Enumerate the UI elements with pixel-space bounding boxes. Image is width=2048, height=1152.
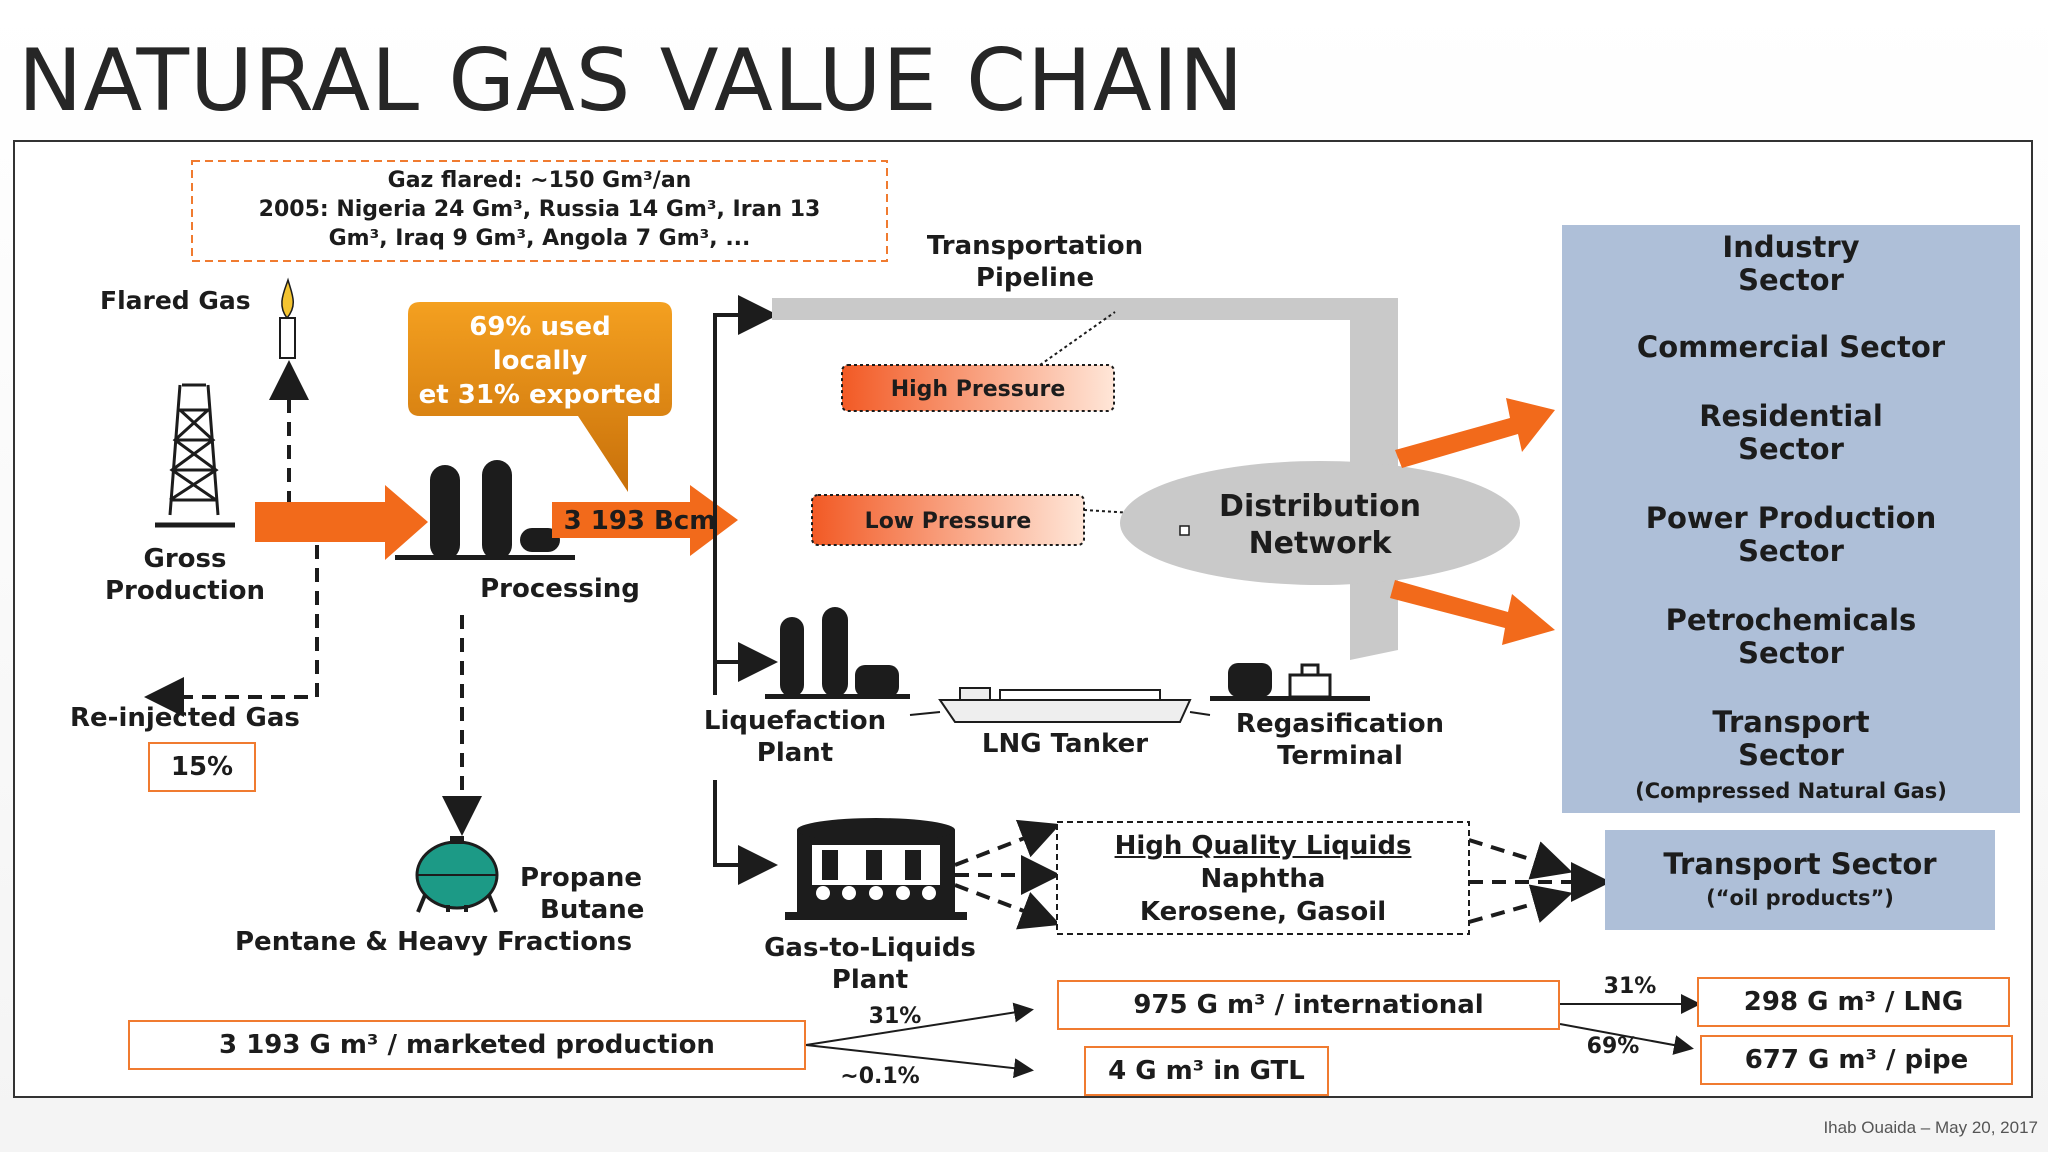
sector-panel: Industry Sector Commercial Sector Reside… [1562, 225, 2020, 813]
low-pressure-label: Low Pressure [864, 509, 1032, 534]
liquefaction-label-1: Liquefaction [703, 706, 887, 736]
sector-power: Power Production Sector [1645, 501, 1937, 569]
regasification-terminal-icon [1210, 663, 1370, 701]
pct-international-label: 31% [868, 1004, 922, 1029]
gross-production-label-2: Production [105, 576, 265, 606]
transport-oil-panel: Transport Sector (“oil products”) [1605, 830, 1995, 930]
pct-pipe-label: 69% [1586, 1034, 1640, 1059]
flared-gas-label: Flared Gas [100, 286, 251, 315]
transport-oil-line1: Transport Sector [1663, 847, 1937, 881]
arrow-to-sectors-lower [1390, 580, 1555, 645]
export-callout-shape [408, 302, 672, 492]
distribution-network-ellipse [1120, 461, 1520, 585]
regas-label-2: Terminal [1277, 741, 1403, 771]
sector-commercial: Commercial Sector [1636, 330, 1946, 364]
callout-line3: et 31% exported [418, 380, 662, 410]
lng-box: 298 G m³ / LNG [1697, 977, 2010, 1027]
processing-plant-icon [395, 460, 575, 560]
transport-oil-line2: (“oil products”) [1706, 886, 1894, 910]
volume-bcm-label: 3 193 Bcm [563, 506, 717, 536]
distribution-label-2: Network [1248, 526, 1392, 561]
drilling-rig-icon [155, 383, 235, 528]
regas-label-1: Regasification [1235, 709, 1445, 739]
flow-arrow-gross-to-processing [255, 485, 428, 560]
slide-title: NATURAL GAS VALUE CHAIN [18, 31, 1245, 131]
sector-transport-cng: Transport Sector (Compressed Natural Gas… [1635, 705, 1947, 803]
liquefaction-plant-icon [765, 607, 910, 699]
hql-line3: Kerosene, Gasoil [1139, 897, 1387, 927]
flare-note-line1: Gaz flared: ~150 Gm³/an [387, 168, 692, 193]
trunk-line [713, 295, 778, 885]
callout-line2: locally [492, 346, 588, 376]
pentane-label: Pentane & Heavy Fractions [235, 927, 633, 957]
high-pressure-label: High Pressure [890, 377, 1066, 402]
flare-note-line2: 2005: Nigeria 24 Gm³, Russia 14 Gm³, Ira… [258, 197, 821, 222]
flare-note-line3: Gm³, Iraq 9 Gm³, Angola 7 Gm³, ... [328, 226, 751, 251]
high-pressure-box [841, 364, 1115, 412]
lng-tanker-label: LNG Tanker [981, 729, 1149, 759]
sector-petrochemicals: Petrochemicals Sector [1665, 603, 1917, 671]
lng-tanker-icon [938, 687, 1192, 723]
arrow-to-sectors-upper [1395, 398, 1555, 468]
flow-arrow-processing-out [552, 485, 738, 556]
gross-production-label-1: Gross [143, 544, 227, 574]
marketed-production-box: 3 193 G m³ / marketed production [128, 1020, 806, 1070]
sector-residential: Residential Sector [1699, 399, 1883, 467]
pct-gtl-label: ~0.1% [840, 1064, 920, 1089]
sector-industry: Industry Sector [1722, 230, 1860, 298]
butane-label: Butane [540, 895, 645, 925]
processing-label: Processing [480, 574, 640, 604]
gtl-plant-icon [785, 818, 967, 920]
reinjected-gas-label: Re-injected Gas [70, 703, 300, 733]
flare-note-box [191, 160, 888, 262]
hql-title: High Quality Liquids [1114, 831, 1412, 861]
pct-lng-label: 31% [1603, 974, 1657, 999]
distribution-label-1: Distribution [1219, 489, 1421, 524]
international-box: 975 G m³ / international [1057, 980, 1560, 1030]
hql-line2: Naphtha [1200, 864, 1326, 894]
propane-label: Propane [520, 863, 643, 893]
gtl-label-1: Gas-to-Liquids [764, 933, 976, 963]
flare-stack-icon [279, 277, 296, 359]
gtl-label-2: Plant [831, 965, 909, 995]
slide-footer: Ihab Ouaida – May 20, 2017 [1823, 1118, 2038, 1137]
gtl-box: 4 G m³ in GTL [1084, 1046, 1329, 1096]
pipe-box: 677 G m³ / pipe [1700, 1035, 2013, 1085]
liquefaction-label-2: Plant [756, 738, 834, 768]
callout-line1: 69% used [469, 312, 611, 342]
transport-pipeline-label-2: Pipeline [975, 263, 1095, 293]
reinjected-pct-box: 15% [148, 742, 256, 792]
transport-pipeline-label-1: Transportation [926, 231, 1144, 261]
low-pressure-box [811, 494, 1085, 546]
hql-box [1056, 821, 1470, 935]
propane-tank-icon [415, 836, 499, 913]
